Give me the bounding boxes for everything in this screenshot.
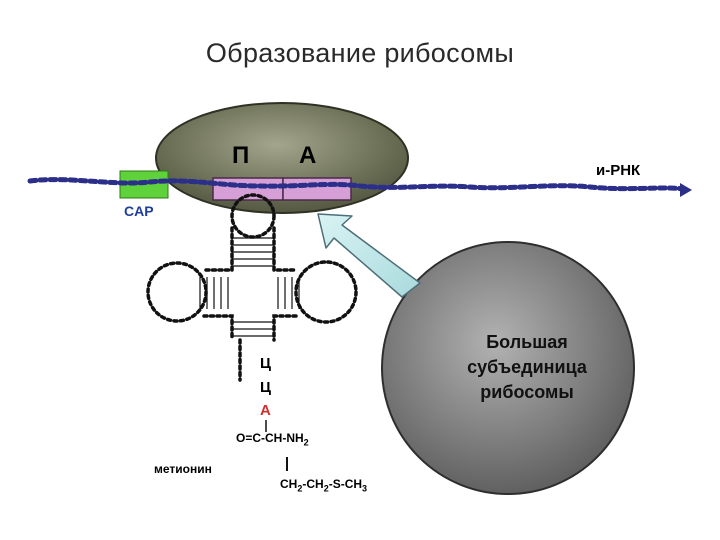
trna bbox=[146, 193, 358, 382]
p-site-label: П bbox=[232, 142, 250, 169]
anticodon-base-1: Ц bbox=[260, 355, 271, 372]
large-subunit-line-3: рибосомы bbox=[480, 382, 574, 402]
a-site-label: А bbox=[299, 142, 317, 169]
page-title: Образование рибосомы bbox=[205, 38, 515, 68]
anticodon-base-2: Ц bbox=[260, 379, 271, 396]
large-subunit bbox=[381, 241, 635, 495]
anticodon-base-3: А bbox=[260, 402, 271, 419]
cap-label: CAP bbox=[124, 203, 154, 219]
amino-acid-label: метионин bbox=[154, 462, 212, 476]
large-subunit-line-1: Большая bbox=[486, 332, 568, 352]
binding-arrow bbox=[317, 213, 421, 298]
large-subunit-line-2: субъединица bbox=[467, 357, 587, 377]
mrna-label: и-РНК bbox=[596, 162, 641, 179]
codon-box-a bbox=[282, 177, 352, 201]
formula-side-chain: CH2-CH2-S-CH3 bbox=[280, 477, 368, 494]
mrna-strand bbox=[27, 177, 687, 192]
formula-top: O=C-CH-NH2 bbox=[236, 431, 309, 448]
trna-stem-rungs bbox=[199, 237, 300, 337]
large-subunit-label: Большая субъединица рибосомы bbox=[432, 330, 622, 405]
mrna-arrowhead bbox=[680, 183, 692, 197]
